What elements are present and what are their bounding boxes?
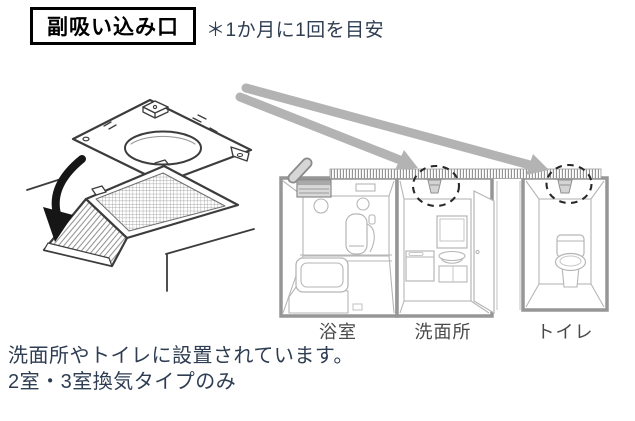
bathroom-room — [279, 157, 399, 318]
room-diagram-art — [235, 83, 609, 318]
washroom-vent-icon — [424, 178, 444, 194]
washroom-highlight-circle — [411, 164, 461, 208]
description-line-2: 2室・3室換気タイプのみ — [8, 371, 237, 393]
ceiling-lines — [26, 178, 255, 292]
room-label-bathroom: 浴室 — [319, 322, 357, 342]
section-title: 副吸い込み口 — [47, 16, 179, 39]
location-arrow-icons — [235, 83, 549, 175]
toilet-room — [521, 176, 609, 312]
vent-highlight-circles — [411, 163, 593, 208]
description-line-1: 洗面所やトイレに設置されています。 — [8, 345, 354, 367]
toilet-highlight-circle — [545, 163, 593, 205]
filter-removal-illustration — [26, 98, 255, 292]
main-fan-unit — [287, 157, 332, 198]
ceiling-duct — [329, 168, 602, 179]
washroom-room — [395, 176, 495, 318]
filter-panel — [42, 159, 240, 268]
toilet-vent-icon — [554, 178, 575, 194]
removal-arrow-icon — [43, 155, 86, 242]
wall-stub — [496, 181, 521, 310]
room-label-toilet: トイレ — [536, 322, 594, 342]
section-title-box: 副吸い込み口 — [30, 7, 196, 45]
frequency-note: ＊1か月に1回を目安 — [206, 20, 385, 41]
room-label-washroom: 洗面所 — [414, 322, 472, 342]
